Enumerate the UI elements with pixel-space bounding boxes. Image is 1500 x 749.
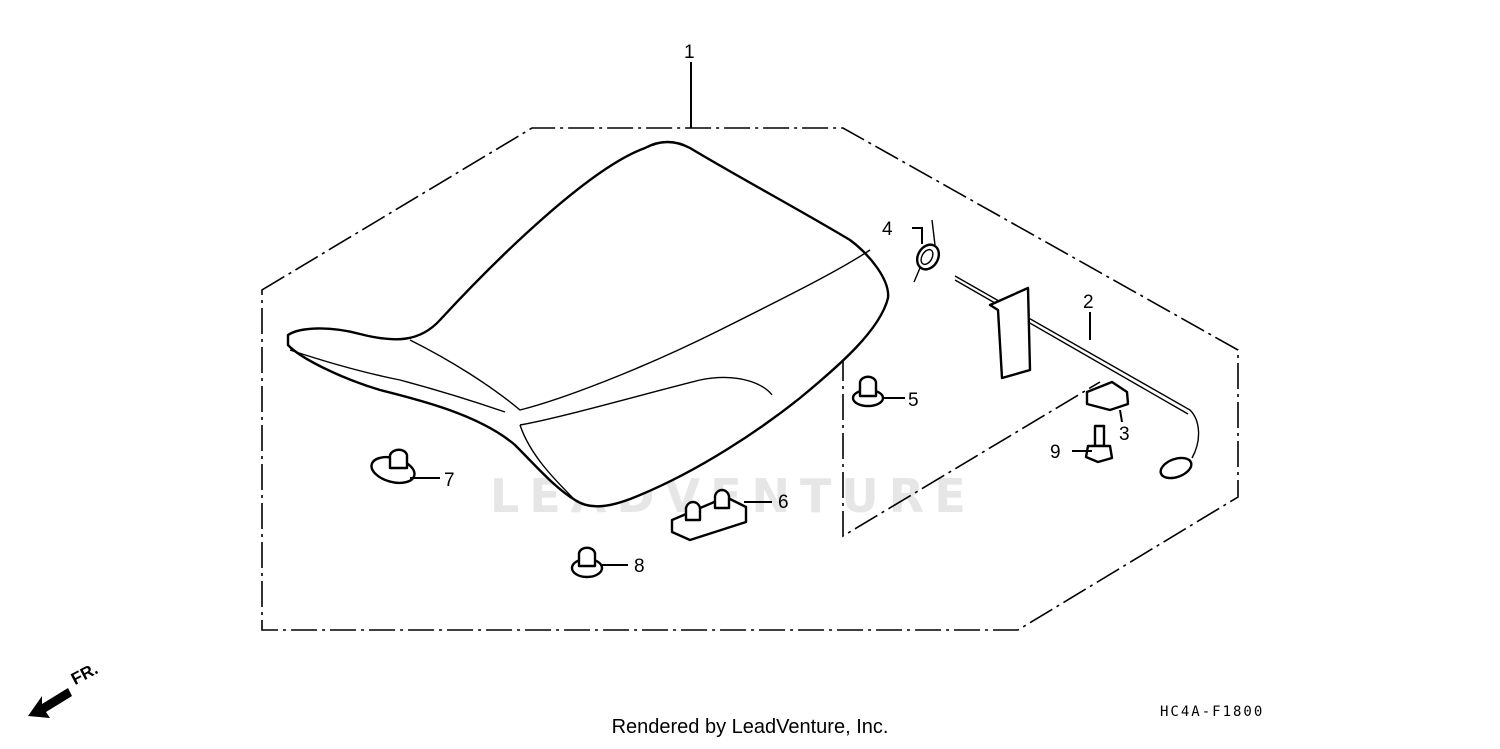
callout-9: 9 xyxy=(1050,442,1061,463)
callout-5: 5 xyxy=(908,390,919,411)
cushion-8 xyxy=(570,546,604,579)
sub-assembly-outline xyxy=(842,355,1101,538)
diagram-code: HC4A-F1800 xyxy=(1160,704,1265,720)
bracket-part xyxy=(1085,380,1130,412)
callout-6: 6 xyxy=(778,492,789,513)
callout-7: 7 xyxy=(444,470,455,491)
seat-drawing xyxy=(286,140,890,508)
seat-lock-rod xyxy=(954,275,1200,480)
callout-2: 2 xyxy=(1083,292,1094,313)
leader-lines xyxy=(410,62,1123,566)
callout-3: 3 xyxy=(1119,424,1130,445)
rubber-7 xyxy=(370,448,416,485)
stopper-6 xyxy=(670,488,748,542)
cushion-5 xyxy=(851,375,885,408)
footer-credit: Rendered by LeadVenture, Inc. xyxy=(611,716,889,738)
front-arrow-icon xyxy=(28,688,72,718)
callout-8: 8 xyxy=(634,556,645,577)
callout-1: 1 xyxy=(684,42,695,63)
spring-part xyxy=(913,219,941,283)
callout-4: 4 xyxy=(882,219,893,240)
assembly-outline xyxy=(261,127,1239,631)
bolt-part xyxy=(1084,424,1114,464)
